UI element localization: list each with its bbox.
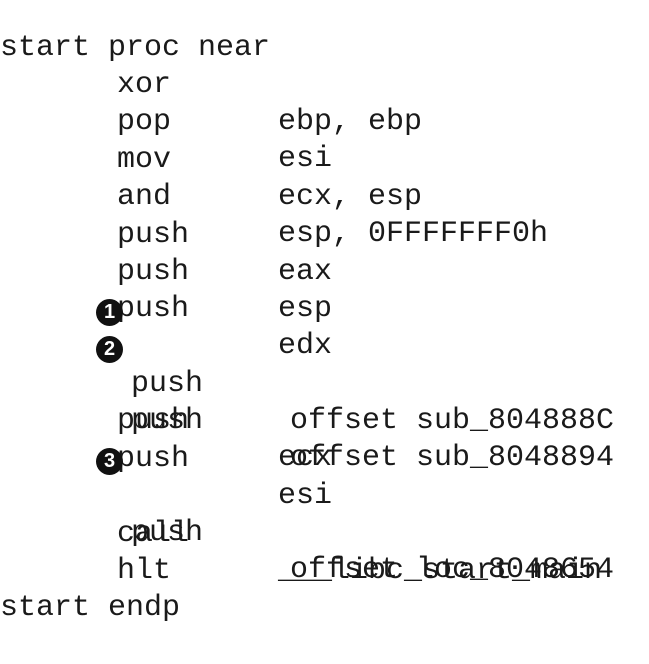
mnemonic: push xyxy=(117,442,190,476)
mnemonic: push xyxy=(131,516,204,550)
operands: esi xyxy=(278,142,333,176)
mnemonic: hlt xyxy=(117,554,172,588)
proc-start-line: start proc near xyxy=(0,0,270,65)
instruction-line-8: 1 push offset sub_804888C xyxy=(0,292,614,438)
instruction-line-12: 3 push offset loc_8048654 xyxy=(0,441,614,587)
instruction-line-3: mov ecx, esp xyxy=(0,105,422,214)
mnemonic: push xyxy=(117,255,190,289)
operands: ebp, ebp xyxy=(278,105,423,139)
operands: ecx, esp xyxy=(278,180,423,214)
mnemonic: pop xyxy=(117,105,172,139)
operands: ___libc_start_main xyxy=(278,554,603,588)
instruction-line-9: 2 push offset sub_8048894 xyxy=(0,329,614,475)
instruction-line-2: pop esi xyxy=(0,67,332,176)
proc-end-label: start endp xyxy=(0,591,181,625)
mnemonic: call xyxy=(117,517,190,551)
instruction-line-10: push ecx xyxy=(0,366,332,475)
mnemonic: mov xyxy=(117,143,172,177)
operands: eax xyxy=(278,255,333,289)
mnemonic: push xyxy=(117,404,190,438)
mnemonic: push xyxy=(131,404,204,438)
instruction-line-13: call ___libc_start_main xyxy=(0,479,602,588)
mnemonic: push xyxy=(117,292,190,326)
operands: offset sub_804888C xyxy=(290,404,615,438)
mnemonic: push xyxy=(117,218,190,252)
instruction-line-5: push eax xyxy=(0,180,332,289)
callout-marker-2: 2 xyxy=(96,336,123,363)
instruction-line-6: push esp xyxy=(0,217,332,326)
assembly-listing: start proc near xor ebp, ebp pop esi mov… xyxy=(0,0,614,625)
mnemonic: xor xyxy=(117,68,172,102)
proc-start-label: start proc near xyxy=(0,31,271,65)
callout-marker-3: 3 xyxy=(96,448,123,475)
instruction-line-14: hlt xyxy=(0,516,171,588)
mnemonic: push xyxy=(131,367,204,401)
instruction-line-1: xor ebp, ebp xyxy=(0,30,422,139)
operands: edx xyxy=(278,329,333,363)
instruction-line-7: push edx xyxy=(0,254,332,363)
operands: offset loc_8048654 xyxy=(290,553,615,587)
operands: esp xyxy=(278,292,333,326)
instruction-line-4: and esp, 0FFFFFFF0h xyxy=(0,142,548,251)
callout-marker-1: 1 xyxy=(96,299,123,326)
operands: offset sub_8048894 xyxy=(290,441,615,475)
instruction-line-11: push esi xyxy=(0,404,332,513)
proc-end-line: start endp xyxy=(0,553,180,625)
mnemonic: and xyxy=(117,180,172,214)
operands: ecx xyxy=(278,441,333,475)
operands: esi xyxy=(278,479,333,513)
operands: esp, 0FFFFFFF0h xyxy=(278,217,549,251)
